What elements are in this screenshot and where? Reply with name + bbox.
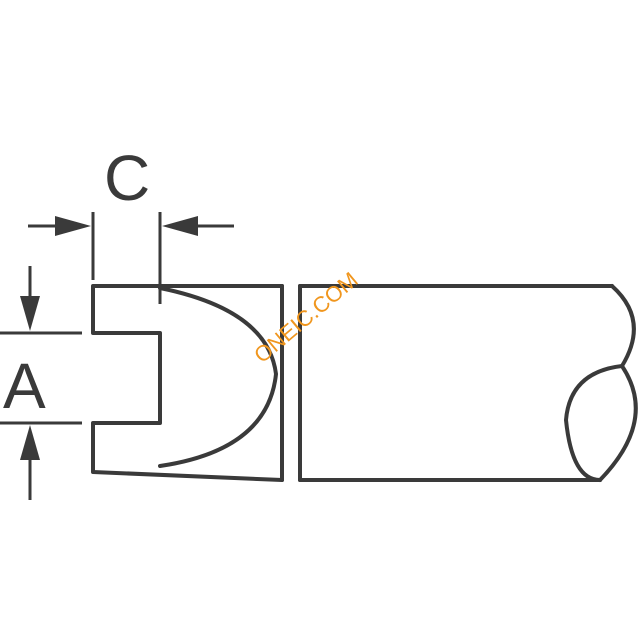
dim-a-arrow-top-head: [20, 296, 40, 331]
dim-c-arrow-right-head: [162, 216, 198, 236]
tip-outline: [91, 284, 284, 482]
tip-bevel-curve: [158, 286, 278, 468]
dim-a-arrow-bottom-head: [20, 425, 40, 460]
dim-a-label: A: [3, 350, 46, 422]
shaft-break-inner: [564, 364, 624, 482]
dim-c-arrow-left-head: [55, 216, 91, 236]
dim-c-label: C: [104, 142, 150, 214]
shaft-break-outer: [598, 284, 638, 482]
watermark-text: ONEIC.COM: [249, 267, 362, 368]
